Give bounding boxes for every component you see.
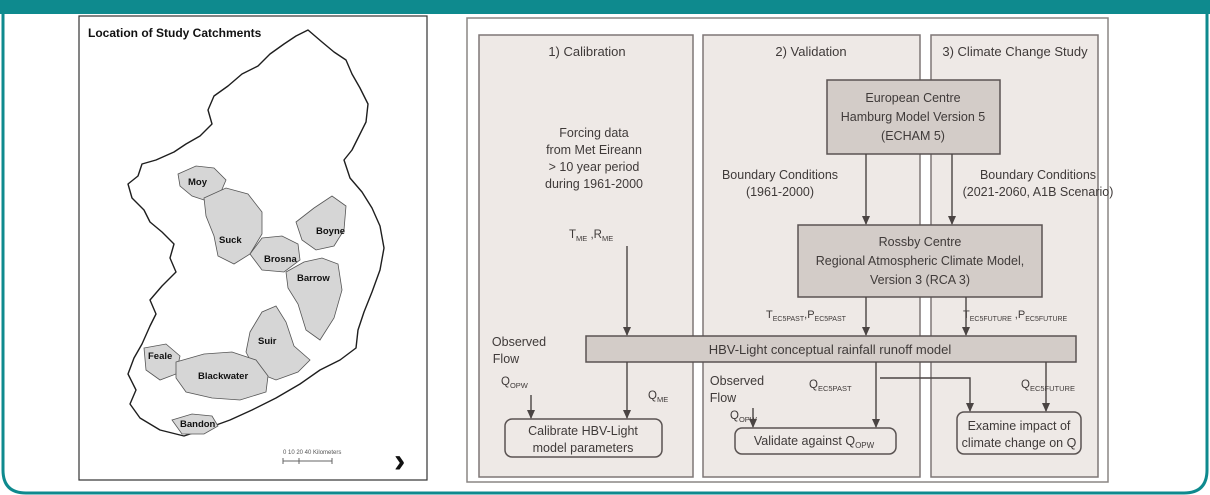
map-panel: Location of Study Catchments Moy Suck Bo… [78, 15, 428, 481]
forcing-line-3: > 10 year period [549, 160, 640, 174]
label-suir: Suir [258, 336, 277, 347]
column-title-validation: 2) Validation [775, 44, 846, 59]
scale-bar: 0 10 20 40 Kilometers [282, 450, 341, 464]
observed-flow-1-line-1: Observed [492, 335, 546, 349]
bc-past-line-1: Boundary Conditions [722, 168, 838, 182]
observed-flow-2-line-2: Flow [710, 391, 737, 405]
label-barrow: Barrow [297, 273, 330, 284]
rossby-line-2: Regional Atmospheric Climate Model, [816, 254, 1024, 268]
catchment-boyne [295, 195, 347, 251]
label-boyne: Boyne [316, 226, 345, 237]
echam-line-2: Hamburg Model Version 5 [841, 110, 986, 124]
next-slide-arrow-icon[interactable]: › [394, 442, 405, 480]
bc-future-line-1: Boundary Conditions [980, 168, 1096, 182]
calibrate-line-1: Calibrate HBV-Light [528, 424, 638, 438]
examine-box [956, 411, 1082, 455]
column-calibration [478, 34, 694, 478]
label-bandon: Bandon [180, 419, 216, 430]
observed-flow-2-line-1: Observed [710, 374, 764, 388]
label-moy: Moy [188, 177, 208, 188]
catchment-brosna [249, 235, 301, 273]
echam-box [826, 79, 1001, 155]
validate-box [734, 427, 897, 455]
scale-text: 0 10 20 40 Kilometers [283, 450, 341, 456]
label-blackwater: Blackwater [198, 371, 248, 382]
echam-line-1: European Centre [865, 91, 960, 105]
examine-line-2: climate change on Q [962, 436, 1077, 450]
calibrate-line-2: model parameters [533, 441, 634, 455]
arrow-hbv-past-to-examine [880, 377, 974, 412]
bc-future-line-2: (2021-2060, A1B Scenario) [963, 185, 1114, 199]
forcing-line-4: during 1961-2000 [545, 177, 643, 191]
echam-line-3: (ECHAM 5) [881, 129, 945, 143]
label-q-opw-1: QOPW [501, 376, 529, 390]
validate-label: Validate against QOPW [754, 434, 875, 450]
label-q-me: QME [648, 390, 668, 404]
catchment-barrow [285, 257, 343, 341]
flowchart-panel: 1) Calibration 2) Validation 3) Climate … [466, 17, 1114, 483]
label-q-past: QEC5PAST [809, 379, 852, 393]
catchment-bandon [171, 413, 219, 435]
forcing-line-2: from Met Eireann [546, 143, 642, 157]
map-title: Location of Study Catchments [88, 26, 262, 40]
rossby-line-1: Rossby Centre [879, 235, 962, 249]
observed-flow-1-line-2: Flow [493, 352, 520, 366]
column-title-calibration: 1) Calibration [548, 44, 625, 59]
label-q-opw-2: QOPW [730, 410, 758, 424]
rossby-box [797, 224, 1043, 298]
rossby-line-3: Version 3 (RCA 3) [870, 273, 970, 287]
label-feale: Feale [148, 351, 172, 362]
label-t-me: TME ,RME [569, 229, 613, 243]
label-q-future: QEC5FUTURE [1021, 379, 1075, 393]
label-suck: Suck [219, 235, 242, 246]
label-t-past: TEC5PAST,PEC5PAST [766, 309, 847, 323]
hbv-model-bar [585, 335, 1077, 363]
catchment-blackwater [175, 351, 269, 401]
examine-line-1: Examine impact of [968, 419, 1071, 433]
calibrate-box [504, 418, 663, 458]
column-title-climate: 3) Climate Change Study [942, 44, 1088, 59]
hbv-model-label: HBV-Light conceptual rainfall runoff mod… [709, 342, 952, 357]
forcing-line-1: Forcing data [559, 126, 629, 140]
bc-past-line-2: (1961-2000) [746, 185, 814, 199]
label-brosna: Brosna [264, 254, 297, 265]
